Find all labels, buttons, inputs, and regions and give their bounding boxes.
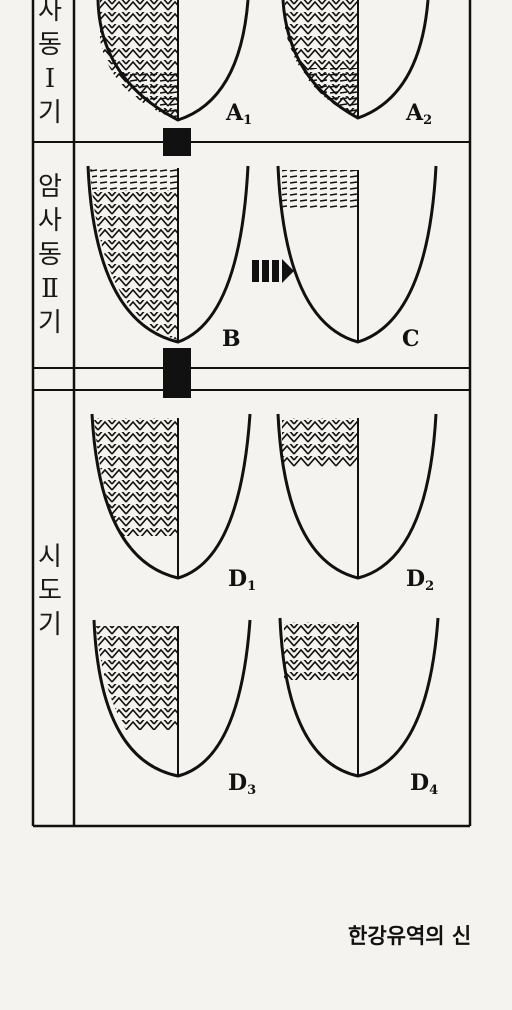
vessel-B — [86, 165, 250, 344]
vessel-D4 — [278, 617, 440, 778]
vessel-D1 — [90, 413, 252, 580]
period-label-sido: 시 도 기 — [38, 542, 62, 640]
vessel-D2 — [276, 413, 438, 580]
vessel-label-A1: A1 — [226, 100, 253, 128]
vessel-C — [276, 165, 438, 344]
period-label-amsadong-2: 암 사 동 Ⅱ 기 — [38, 172, 62, 338]
vessel-label-C: C — [402, 326, 420, 352]
vessel-label-D3: D3 — [228, 770, 257, 798]
arrow-icon — [252, 259, 294, 283]
vessel-label-D2: D2 — [406, 566, 435, 594]
period-label-amsadong-1: 사 동 Ⅰ 기 — [38, 0, 62, 128]
vessel-A1 — [96, 0, 250, 122]
vessel-A2 — [281, 0, 430, 120]
connector-block-2 — [163, 348, 191, 398]
frame-lines — [31, 0, 472, 828]
vessel-D3 — [92, 619, 252, 778]
connector-block-1 — [163, 128, 191, 156]
vessel-label-B: B — [222, 326, 241, 352]
vessel-label-D4: D4 — [410, 770, 439, 798]
vessel-label-A2: A2 — [406, 100, 433, 128]
vessel-label-D1: D1 — [228, 566, 257, 594]
page-footer-text: 한강유역의 신 — [348, 924, 472, 948]
